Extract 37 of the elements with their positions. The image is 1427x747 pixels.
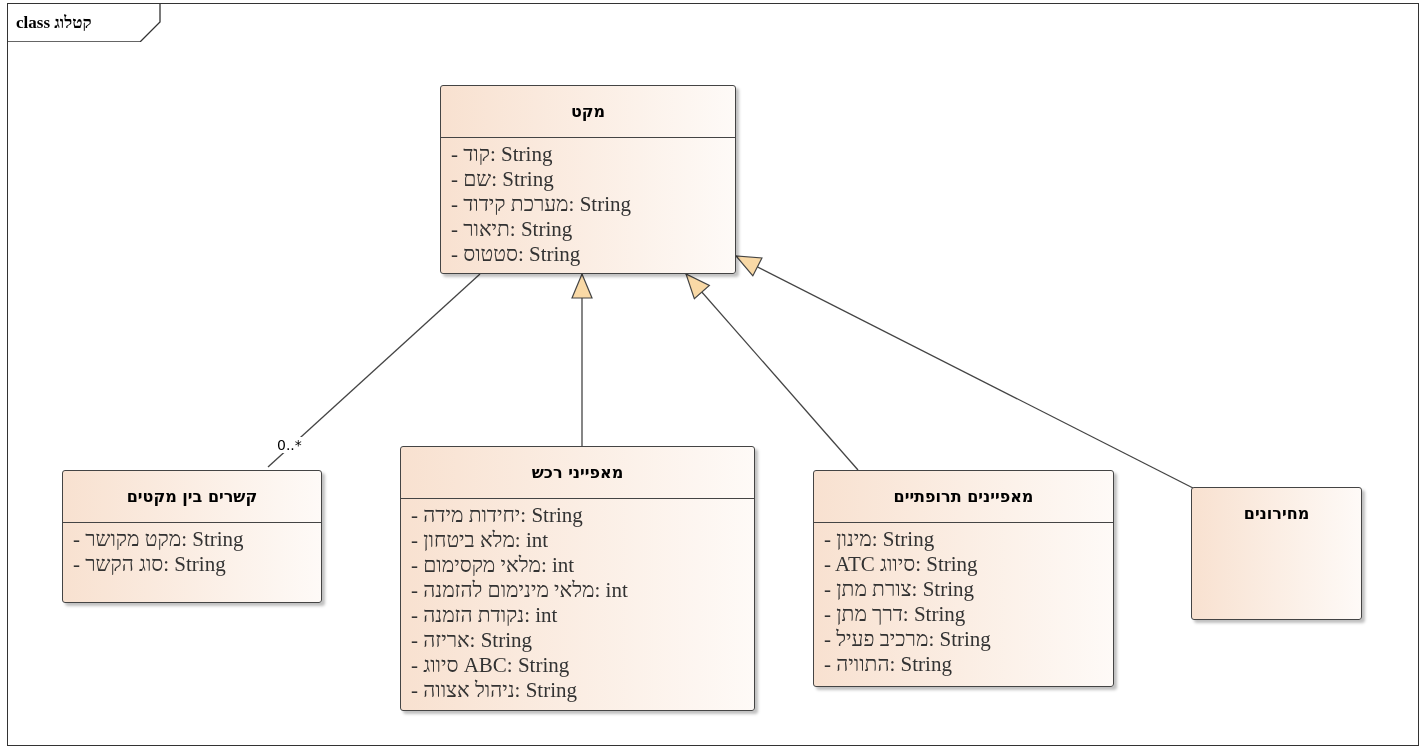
attribute-text: - דרך מתן: String [824, 602, 966, 627]
attribute-text: - מינון: String [824, 527, 935, 552]
attribute-text: - קוד: String [451, 142, 553, 167]
class-box [440, 85, 736, 274]
attribute-text: - שם: String [451, 167, 554, 192]
generalization-arrow [735, 255, 1194, 489]
generalization-arrow [571, 273, 593, 447]
attribute-text: - ATC סיווג: String [824, 552, 978, 577]
attribute-text: - מלאי מקסימום: int [411, 553, 575, 578]
attribute-text: - סטטוס: String [451, 242, 581, 267]
class-name: מאפיינים תרופתיים [893, 487, 1034, 506]
class-name: מאפייני רכש [531, 463, 624, 482]
class-box [1191, 487, 1362, 620]
association-line [267, 273, 481, 468]
attribute-text: - מלא ביטחון: int [411, 528, 549, 553]
class-name: קשרים בין מקטים [126, 487, 258, 506]
multiplicity-label: 0..* [276, 437, 303, 453]
attribute-text: - תיאור: String [451, 217, 573, 242]
class-name: מחירונים [1243, 504, 1310, 523]
attribute-text: - מרכיב פעיל: String [824, 627, 991, 652]
attribute-text: - סיווג ABC: String [411, 653, 570, 678]
generalization-arrow [685, 273, 859, 471]
attribute-text: - ניהול אצווה: String [411, 678, 577, 703]
attribute-text: - מערכת קידוד: String [451, 192, 631, 217]
attribute-text: - התוויה: String [824, 652, 952, 677]
attribute-text: - יחידות מידה: String [411, 503, 583, 528]
attribute-text: - מקט מקושר: String [73, 527, 244, 552]
attribute-text: - מלאי מינימום להזמנה: int [411, 578, 628, 603]
attribute-text: - צורת מתן: String [824, 577, 975, 602]
attribute-text: - סוג הקשר: String [73, 552, 226, 577]
class-box [400, 446, 755, 711]
class-name: מקט [570, 102, 606, 121]
frame-title: class קטלוג [16, 13, 92, 33]
class-box [62, 470, 322, 603]
attribute-text: - אריזה: String [411, 628, 533, 653]
attribute-text: - נקודת הזמנה: int [411, 603, 558, 628]
class-box [813, 470, 1114, 687]
